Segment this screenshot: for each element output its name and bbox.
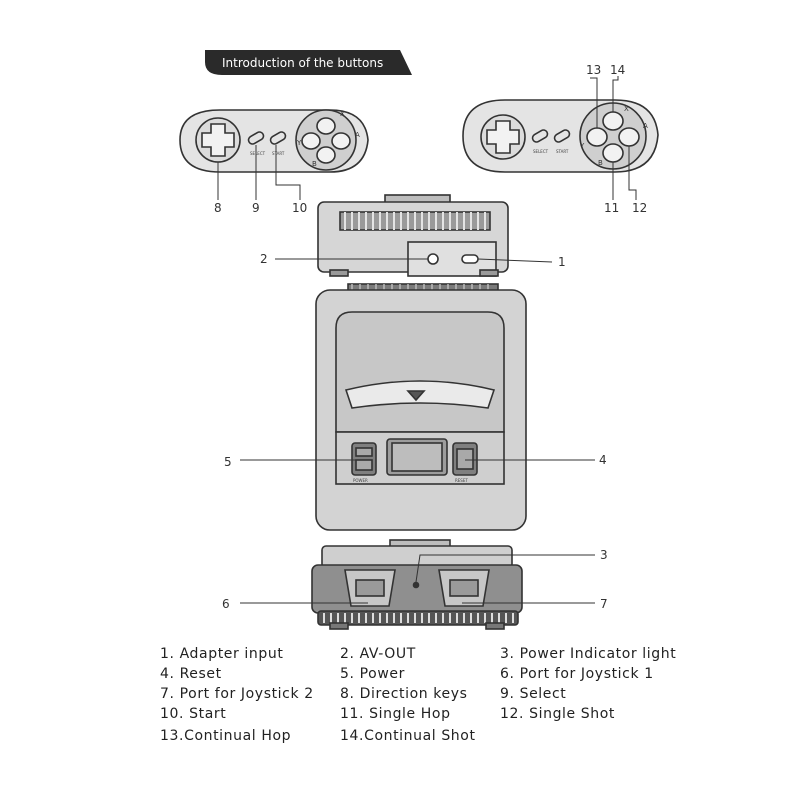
- callout-11: 11: [604, 201, 619, 215]
- legend-item: 12. Single Shot: [500, 706, 616, 722]
- foot-right: [479, 269, 499, 277]
- start-button: [553, 129, 571, 143]
- callout-5: 5: [224, 455, 232, 469]
- legend-item: 11. Single Hop: [340, 706, 451, 722]
- b-button: [316, 146, 336, 164]
- x-label: X: [340, 110, 345, 118]
- controller-left-leaders: [217, 145, 301, 200]
- b-button: [602, 143, 624, 163]
- console-front: [317, 194, 509, 277]
- dpad-icon: [195, 117, 241, 163]
- x-button: [602, 111, 624, 131]
- eject-arrow-icon: [406, 390, 426, 402]
- b-label: B: [312, 160, 317, 168]
- y-button: [586, 127, 608, 147]
- a-button: [618, 127, 640, 147]
- callout-7: 7: [600, 597, 608, 611]
- y-label: Y: [296, 139, 302, 147]
- cartridge-bay: [335, 311, 505, 433]
- power-indicator-light: [412, 581, 420, 589]
- callout-4: 4: [599, 453, 607, 467]
- av-out-port: [427, 253, 439, 265]
- x-label: X: [624, 105, 629, 113]
- callout-1: 1: [558, 255, 566, 269]
- a-label: A: [355, 131, 360, 139]
- start-label: START: [272, 151, 285, 156]
- legend-item: 3. Power Indicator light: [500, 646, 677, 662]
- legend-item: 7. Port for Joystick 2: [160, 686, 314, 702]
- console-back-leaders: [240, 554, 595, 604]
- legend-item: 4. Reset: [160, 666, 222, 682]
- reset-label: RESET: [455, 478, 468, 483]
- x-button: [316, 117, 336, 135]
- select-button: [247, 131, 265, 145]
- console-back: [311, 539, 523, 630]
- y-label: Y: [579, 142, 585, 150]
- callout-12: 12: [632, 201, 647, 215]
- a-label: A: [643, 122, 648, 130]
- controller-left: [179, 109, 369, 173]
- select-label: SELECT: [250, 151, 266, 156]
- callout-8: 8: [214, 201, 222, 215]
- console-top: [315, 283, 527, 531]
- y-button: [301, 132, 321, 150]
- callout-14: 14: [610, 63, 625, 77]
- legend-item: 9. Select: [500, 686, 567, 702]
- banner-title: Introduction of the buttons: [222, 56, 383, 70]
- foot-left: [329, 269, 349, 277]
- callout-9: 9: [252, 201, 260, 215]
- adapter-port: [461, 254, 479, 264]
- legend-item: 5. Power: [340, 666, 405, 682]
- controller-right-leaders: [590, 76, 637, 200]
- b-label: B: [598, 159, 603, 167]
- legend-item: 13.Continual Hop: [160, 728, 292, 744]
- start-button: [269, 131, 287, 145]
- legend-item: 2. AV-OUT: [340, 646, 416, 662]
- select-label: SELECT: [533, 149, 549, 154]
- callout-13: 13: [586, 63, 601, 77]
- legend-item: 14.Continual Shot: [340, 728, 476, 744]
- select-button: [531, 129, 549, 143]
- start-label: START: [556, 149, 569, 154]
- legend-item: 1. Adapter input: [160, 646, 284, 662]
- banner: Introduction of the buttons: [205, 50, 412, 75]
- legend-item: 8. Direction keys: [340, 686, 468, 702]
- vent-grille: [339, 211, 491, 231]
- legend-item: 10. Start: [160, 706, 227, 722]
- callout-2: 2: [260, 252, 268, 266]
- console-front-leaders: [275, 258, 553, 263]
- back-vent: [317, 610, 519, 626]
- dpad-icon: [480, 114, 526, 160]
- power-label: POWER: [353, 478, 368, 483]
- a-button: [331, 132, 351, 150]
- callout-10: 10: [292, 201, 307, 215]
- face-buttons-cluster: [295, 109, 357, 171]
- callout-3: 3: [600, 548, 608, 562]
- banner-shape: [205, 50, 412, 75]
- callout-6: 6: [222, 597, 230, 611]
- legend-item: 6. Port for Joystick 1: [500, 666, 654, 682]
